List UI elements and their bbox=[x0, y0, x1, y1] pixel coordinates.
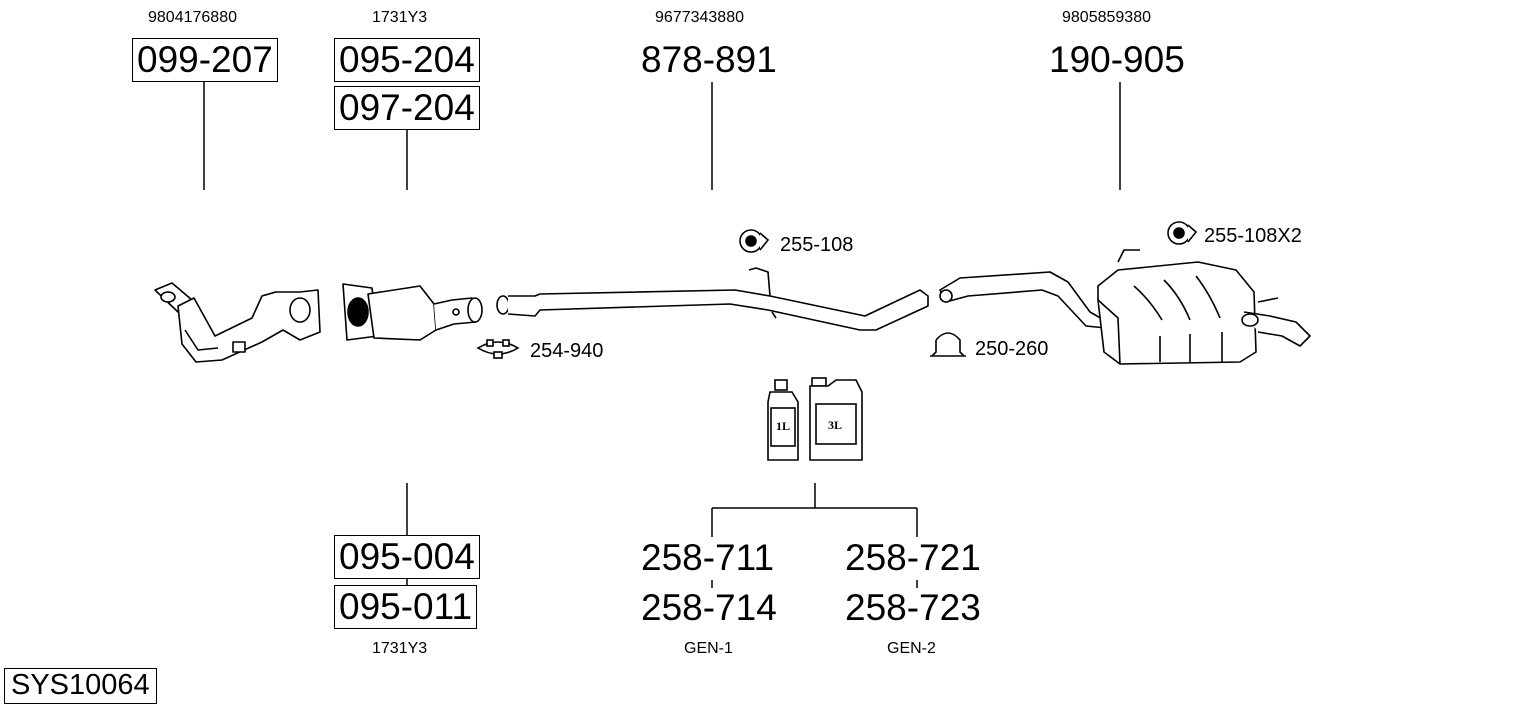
oe-number: 9804176880 bbox=[148, 9, 237, 26]
part-number[interactable]: 190-905 bbox=[1049, 39, 1185, 80]
container-label: 1L bbox=[776, 419, 791, 433]
accessory-label[interactable]: 255-108 bbox=[780, 234, 854, 256]
oe-number: 9805859380 bbox=[1062, 9, 1151, 26]
canister-3l-icon bbox=[809, 377, 863, 461]
part-number[interactable]: 258-714 bbox=[641, 587, 777, 628]
rear-silencer-drawing bbox=[939, 249, 1311, 365]
part-number[interactable]: 258-711 bbox=[641, 537, 775, 578]
part-number[interactable]: 258-723 bbox=[845, 587, 981, 628]
bottle-1l-icon bbox=[767, 379, 799, 461]
accessory-label[interactable]: 250-260 bbox=[975, 338, 1049, 360]
front-pipe-drawing bbox=[154, 282, 321, 363]
oe-number: 9677343880 bbox=[655, 9, 744, 26]
band-clamp-icon bbox=[476, 339, 520, 359]
oe-number: GEN-2 bbox=[887, 640, 936, 657]
part-number-box[interactable]: 099-207 bbox=[132, 38, 278, 82]
part-number-box[interactable]: 095-011 bbox=[334, 585, 478, 629]
oe-number: 1731Y3 bbox=[372, 640, 428, 657]
part-number-box[interactable]: 097-204 bbox=[334, 86, 480, 130]
u-clamp-icon bbox=[930, 332, 966, 357]
rubber-hanger-icon bbox=[739, 229, 770, 253]
container-label: 3L bbox=[828, 418, 843, 432]
oe-number: 1731Y3 bbox=[372, 9, 428, 26]
middle-pipe-drawing bbox=[496, 267, 929, 331]
accessory-label[interactable]: 255-108X2 bbox=[1204, 225, 1302, 247]
accessory-label[interactable]: 254-940 bbox=[530, 340, 604, 362]
rubber-hanger-icon bbox=[1167, 221, 1198, 245]
oe-number: GEN-1 bbox=[684, 640, 733, 657]
part-number[interactable]: 878-891 bbox=[641, 39, 777, 80]
part-number-box[interactable]: 095-204 bbox=[334, 38, 480, 82]
system-code: SYS10064 bbox=[4, 668, 157, 704]
part-number[interactable]: 258-721 bbox=[845, 537, 981, 578]
part-number-box[interactable]: 095-004 bbox=[334, 535, 480, 579]
catalyst-drawing bbox=[342, 283, 483, 341]
